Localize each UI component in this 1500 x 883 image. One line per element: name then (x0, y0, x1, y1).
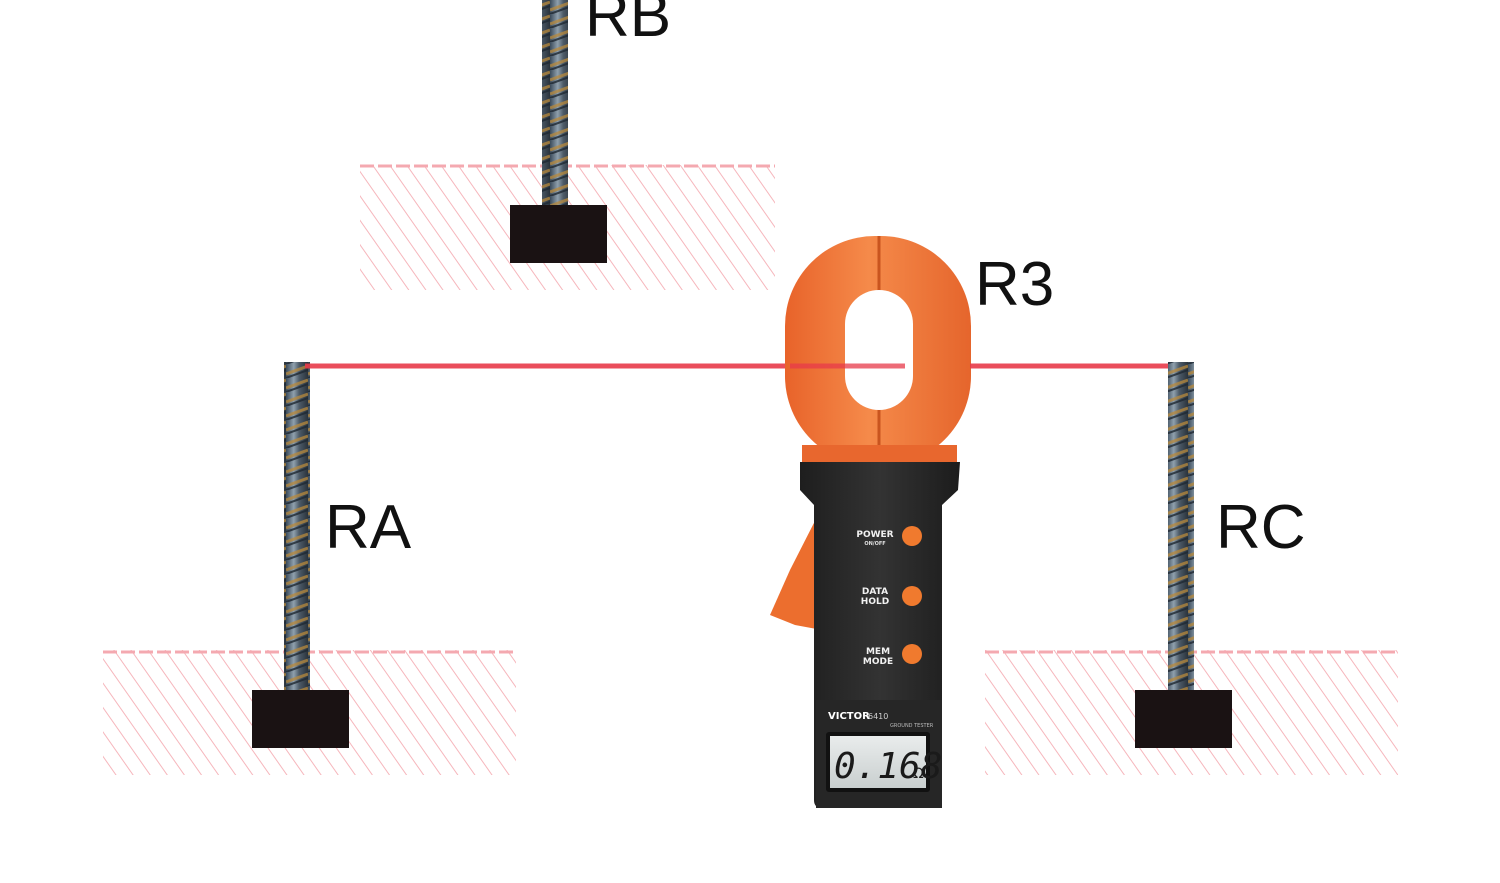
power-button-label: POWER (856, 530, 893, 540)
label-ra: RA (325, 493, 412, 562)
electrode-base-rb (510, 205, 607, 263)
label-rb: RB (585, 0, 671, 50)
device-description: GROUND TESTER (890, 723, 934, 729)
brand-logo: VICTOR (828, 711, 870, 722)
data-hold-button-label: DATA (862, 587, 888, 597)
data-hold-button-group[interactable]: DATA HOLD (861, 586, 922, 607)
mem-mode-button-label: MEM (866, 647, 890, 657)
clamp-meter (770, 236, 971, 808)
label-r3: R3 (975, 250, 1054, 319)
model-number: 6410 (868, 712, 888, 721)
lcd-screen (830, 736, 926, 788)
power-button-group[interactable]: POWER ON/OFF (856, 526, 922, 547)
data-hold-button[interactable] (902, 586, 922, 606)
lcd-unit: Ω (913, 766, 924, 782)
electrode-rod-rb (542, 0, 568, 210)
electrode-rod-ra (284, 362, 310, 697)
data-hold-button-sublabel: HOLD (861, 597, 889, 607)
electrode-base-ra (252, 690, 349, 748)
lcd-reading: 0.168 (834, 746, 942, 787)
electrode-base-rc (1135, 690, 1232, 748)
power-button-sublabel: ON/OFF (864, 541, 885, 547)
electrode-rod-rc (1168, 362, 1194, 697)
label-rc: RC (1216, 493, 1306, 562)
clamp-trigger (770, 515, 822, 630)
mem-mode-button-group[interactable]: MEM MODE (863, 644, 922, 667)
clamp-jaw-opening (845, 290, 913, 410)
mem-mode-button[interactable] (902, 644, 922, 664)
mem-mode-button-sublabel: MODE (863, 657, 893, 667)
power-button[interactable] (902, 526, 922, 546)
